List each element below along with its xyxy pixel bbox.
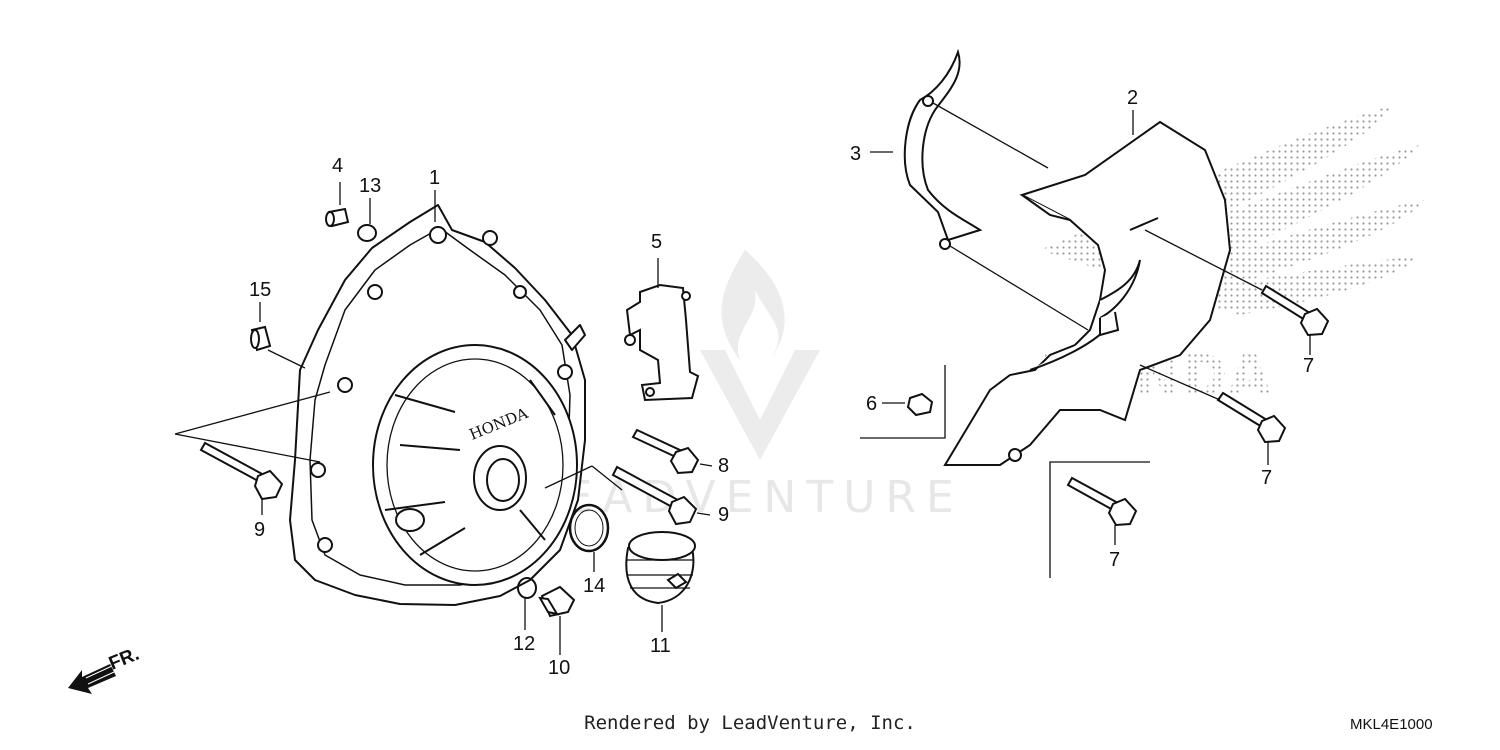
- callout-8: 8: [718, 455, 729, 477]
- sealing-washer: [517, 577, 537, 599]
- bolt: [631, 428, 700, 475]
- callout-3: 3: [850, 143, 861, 165]
- callout-6: 6: [866, 393, 877, 415]
- collar-nut: [906, 392, 934, 417]
- o-ring: [357, 224, 377, 242]
- callout-15: 15: [249, 279, 271, 301]
- callout-7: 7: [1109, 549, 1120, 571]
- callout-10: 10: [548, 657, 570, 679]
- callout-4: 4: [332, 155, 343, 177]
- leader-lines: [860, 102, 1311, 578]
- bolt: [1066, 476, 1138, 527]
- o-ring: [568, 503, 610, 553]
- callout-numbers: 1 2 3 4 5 6 7 7 7 8 9 9 10 11 12 13 14 1…: [249, 87, 1314, 679]
- generator-cover: [289, 204, 586, 606]
- callout-7: 7: [1261, 467, 1272, 489]
- leadventure-watermark: LEADVENTURE: [530, 250, 964, 523]
- callout-14: 14: [583, 575, 605, 597]
- callout-9: 9: [254, 519, 265, 541]
- callout-1: 1: [429, 167, 440, 189]
- diagram-code: MKL4E1000: [1350, 716, 1433, 733]
- front-arrow-label: FR.: [106, 644, 142, 675]
- callout-7: 7: [1303, 355, 1314, 377]
- shroud-cover: [943, 120, 1232, 466]
- callout-9: 9: [718, 504, 729, 526]
- bolt: [611, 465, 698, 526]
- plate: [903, 48, 983, 250]
- bolt: [199, 441, 284, 501]
- drain-bolt: [538, 585, 576, 618]
- watermark-text: LEADVENTURE: [530, 472, 964, 523]
- timing-hole-cap: [625, 531, 696, 605]
- callout-5: 5: [651, 231, 662, 253]
- bolt: [1216, 391, 1287, 444]
- leader-lines: [174, 182, 713, 655]
- collar: [250, 325, 272, 352]
- callout-2: 2: [1127, 87, 1138, 109]
- callout-13: 13: [359, 175, 381, 197]
- callout-12: 12: [513, 633, 535, 655]
- render-credit: Rendered by LeadVenture, Inc.: [584, 712, 916, 734]
- wire-bracket: [624, 283, 700, 402]
- bolt: [1260, 284, 1330, 337]
- dowel-pin: [325, 207, 350, 228]
- front-direction-arrow: FR.: [68, 644, 142, 694]
- callout-11: 11: [650, 635, 671, 657]
